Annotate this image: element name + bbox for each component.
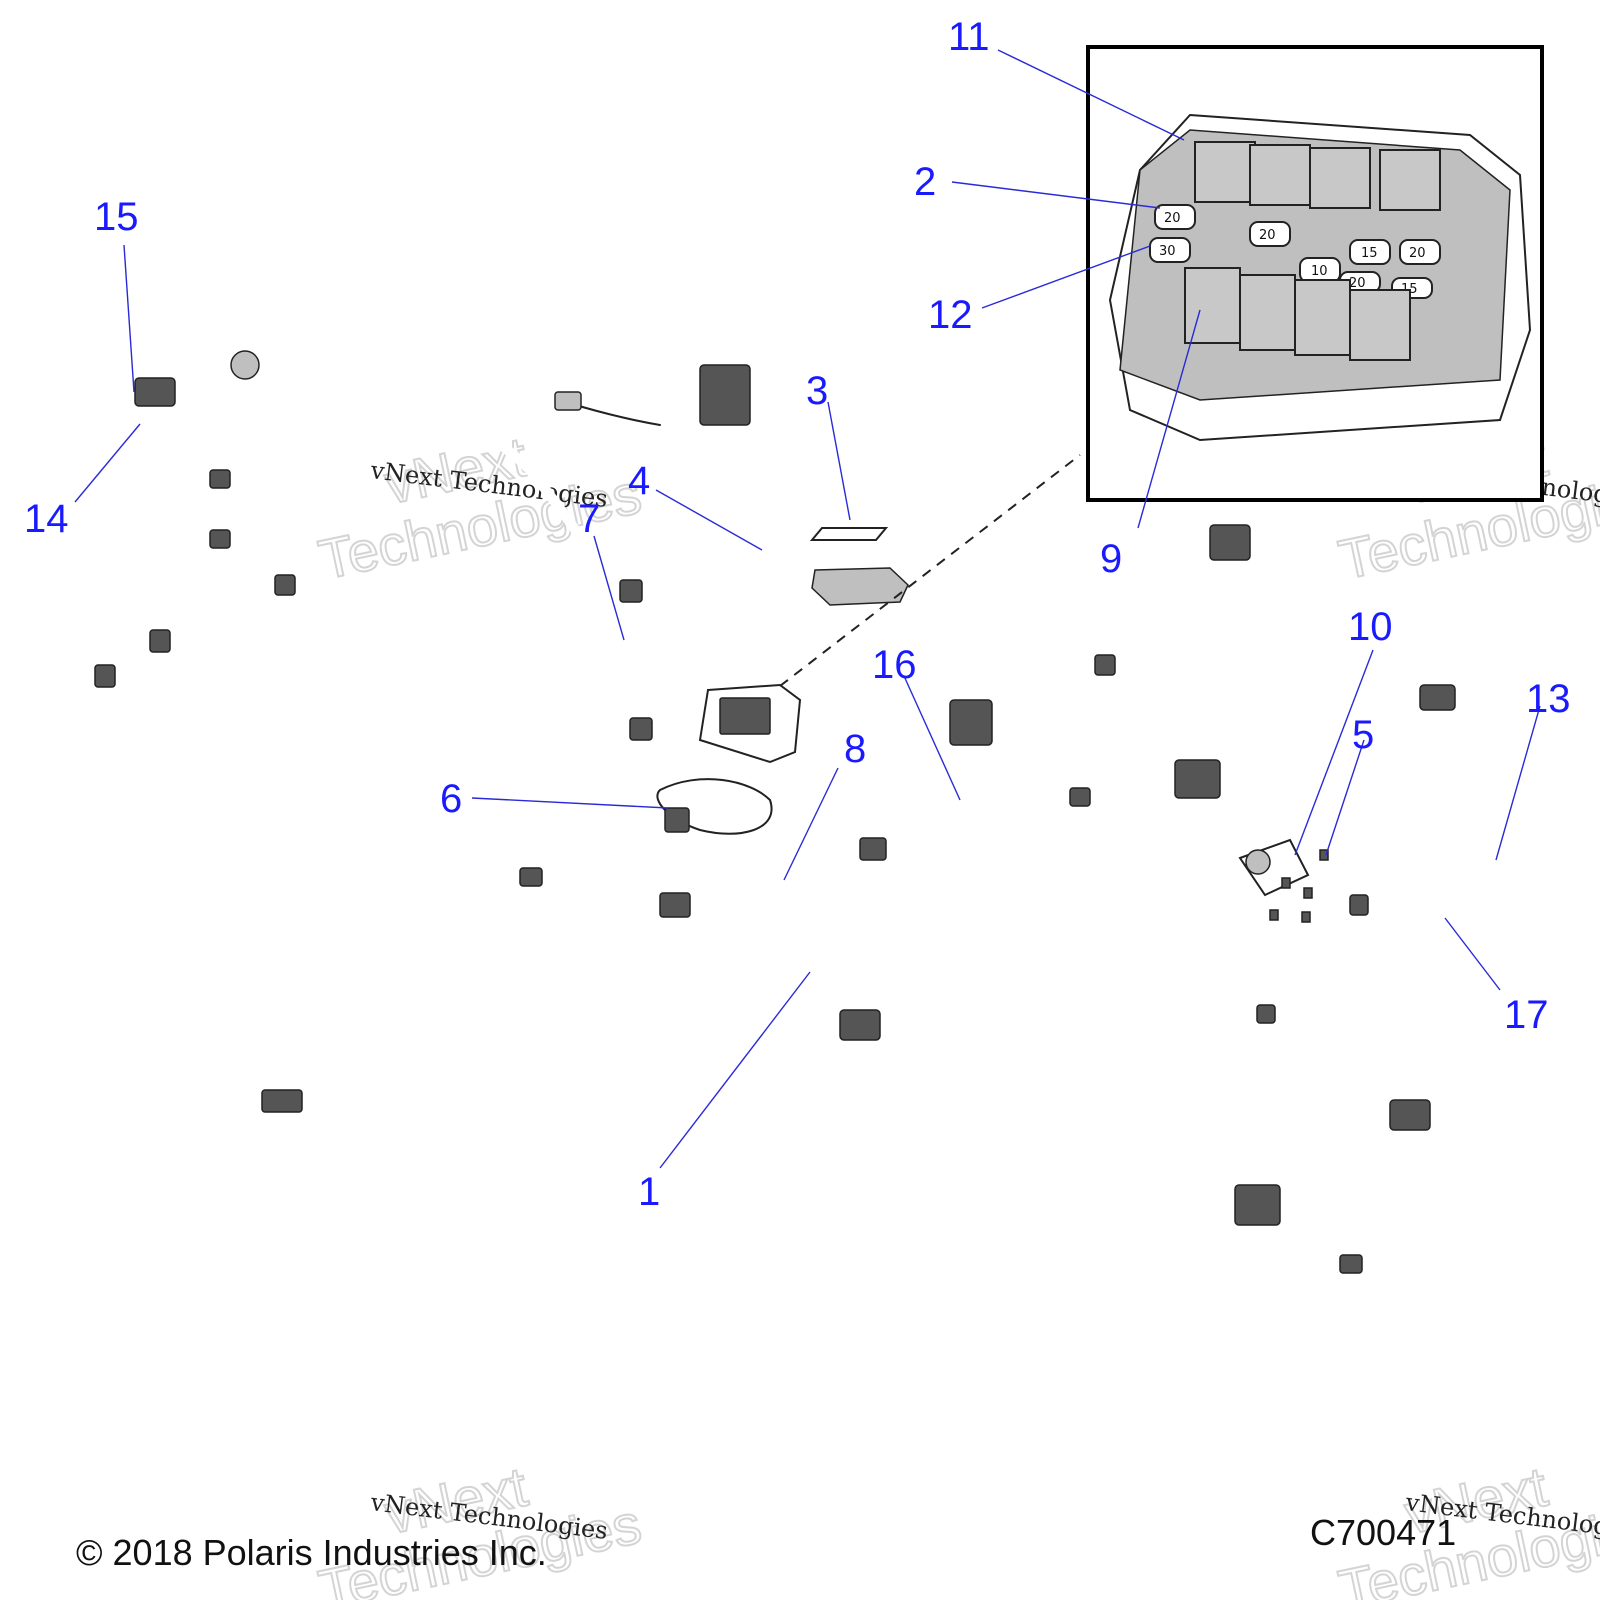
callout-3: 3: [806, 369, 828, 413]
callout-13: 13: [1526, 677, 1571, 721]
callout-4: 4: [628, 459, 650, 503]
wiring-harness: [87, 350, 1524, 1274]
label-plate: [809, 527, 889, 541]
watermarks: vNext Technologies vNext Technologies vN…: [313, 424, 1600, 1600]
callout-5: 5: [1352, 713, 1374, 757]
callout-2: 2: [914, 160, 936, 204]
fuse-label: 15: [1361, 246, 1378, 261]
copyright-text: © 2018 Polaris Industries Inc.: [76, 1532, 547, 1573]
callout-9: 9: [1100, 537, 1122, 581]
ecu-connector: [699, 364, 751, 426]
callout-6: 6: [440, 777, 462, 821]
callout-17: 17: [1504, 993, 1549, 1037]
fuses-row: 20 30 20 10 15 20 20 15: [1149, 204, 1441, 299]
callout-10: 10: [1348, 605, 1393, 649]
fuse-box-detail-inset: 20 30 20 10 15 20 20 15: [1086, 45, 1544, 502]
diagram-code: C700471: [1310, 1512, 1456, 1553]
callout-7: 7: [578, 497, 600, 541]
callout-12: 12: [928, 293, 973, 337]
callout-11: 11: [948, 15, 990, 59]
fuse-label: 20: [1164, 211, 1181, 226]
callout-15: 15: [94, 195, 139, 239]
callouts: 1 2 3 4 5 6 7 8 9 10 11 12 13 14 15 16 1…: [24, 15, 1571, 1214]
fuse-box-cover: [811, 567, 909, 606]
callout-8: 8: [844, 727, 866, 771]
callout-1: 1: [638, 1170, 660, 1214]
fuse-label: 20: [1409, 246, 1426, 261]
fuse-label: 20: [1349, 276, 1366, 291]
callout-14: 14: [24, 497, 69, 541]
callout-16: 16: [872, 643, 917, 687]
leader-lines: [74, 49, 1541, 1169]
fuse-label: 10: [1311, 264, 1328, 279]
relays-top: [1194, 141, 1441, 211]
relays-bottom: [1184, 267, 1411, 361]
fuse-label: 30: [1159, 244, 1176, 259]
fuse-label: 20: [1259, 228, 1276, 243]
detail-link-line: [779, 454, 1081, 687]
